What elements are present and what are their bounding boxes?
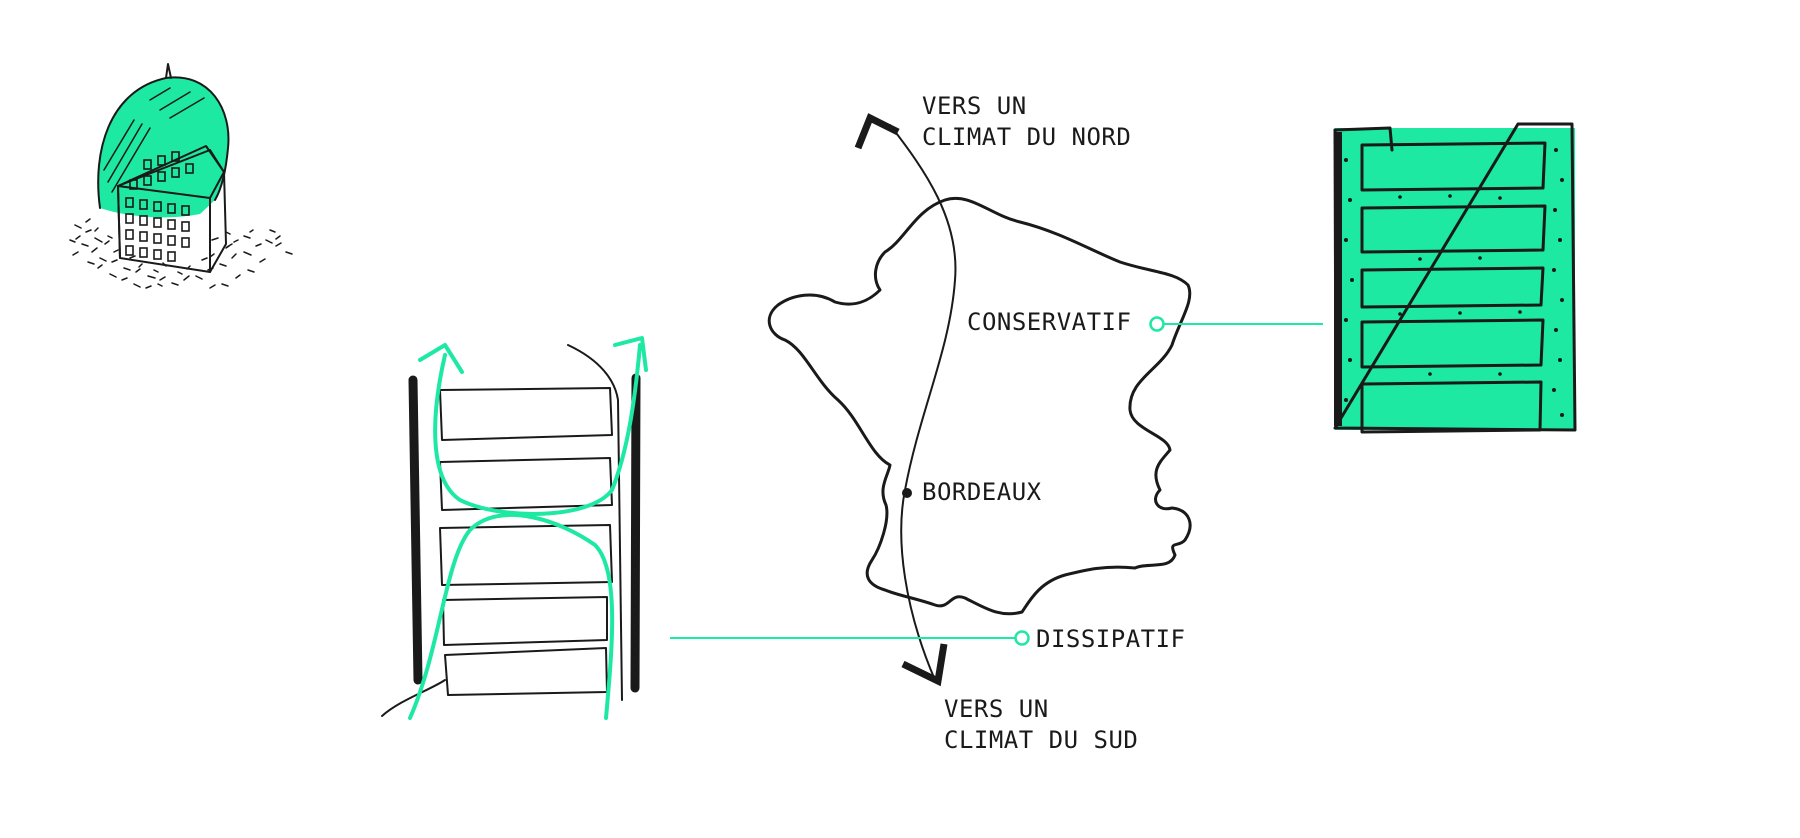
conservatif-label: CONSERVATIF bbox=[967, 308, 1132, 336]
building-dome-sketch bbox=[69, 63, 293, 289]
south-label-line2: CLIMAT DU SUD bbox=[944, 726, 1139, 754]
ground-texture bbox=[69, 218, 293, 289]
conservatif-marker bbox=[1149, 316, 1165, 332]
building-windows bbox=[125, 151, 194, 262]
north-climate-label: VERS UN CLIMAT DU NORD bbox=[922, 91, 1131, 153]
conservatif-ladder-sketch bbox=[1333, 122, 1577, 434]
dissipatif-marker bbox=[1014, 630, 1030, 646]
north-arrowhead bbox=[854, 113, 900, 150]
bordeaux-label: BORDEAUX bbox=[922, 478, 1042, 506]
dome-hatching bbox=[103, 87, 205, 193]
dissipatif-ladder-sketch bbox=[381, 336, 648, 720]
north-south-axis bbox=[889, 124, 957, 681]
conservatif-texture bbox=[1344, 148, 1564, 417]
south-climate-label: VERS UN CLIMAT DU SUD bbox=[944, 694, 1138, 756]
north-label-line2: CLIMAT DU NORD bbox=[922, 123, 1132, 151]
france-map-outline bbox=[767, 196, 1192, 616]
south-label-line1: VERS UN bbox=[944, 695, 1049, 723]
bordeaux-dot bbox=[902, 488, 912, 498]
dissipatif-label: DISSIPATIF bbox=[1036, 625, 1186, 653]
south-arrowhead bbox=[901, 643, 948, 687]
north-label-line1: VERS UN bbox=[922, 92, 1027, 120]
